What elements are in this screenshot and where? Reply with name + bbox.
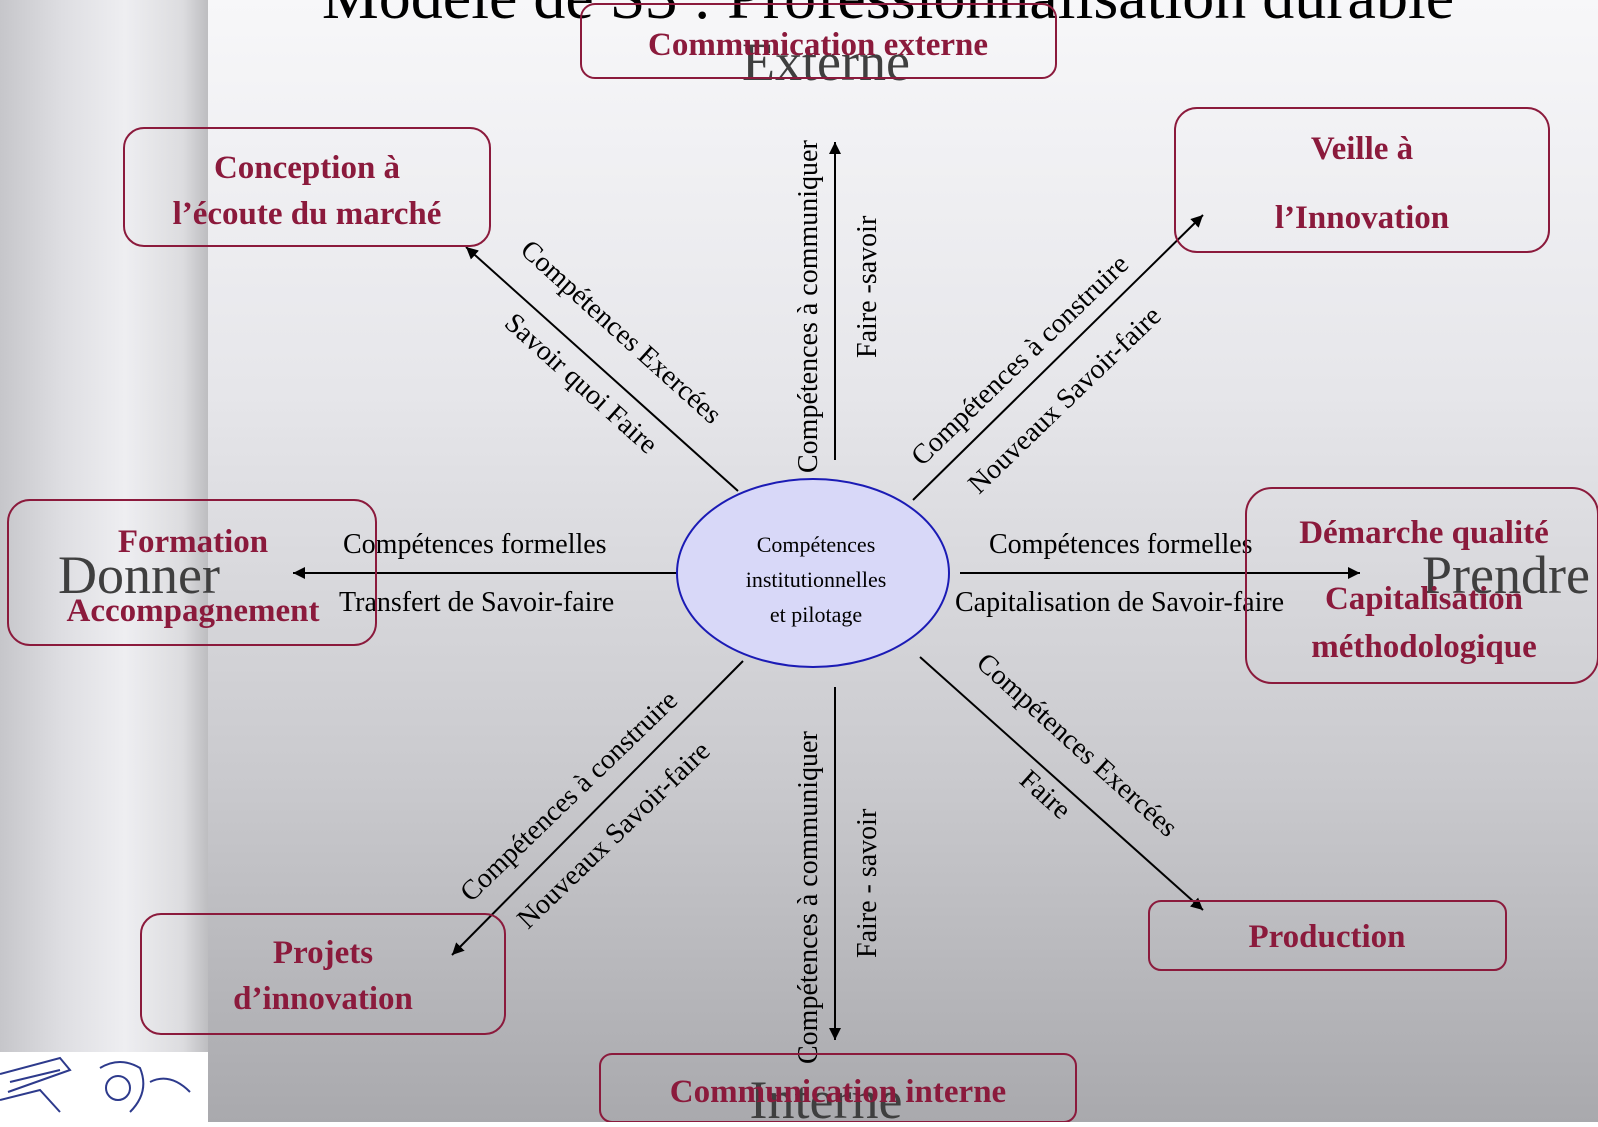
label-up-competences: Compétences à communiquer [793,140,824,473]
pole-externe: Externe [742,32,910,92]
label-up-faire-savoir: Faire -savoir [852,215,883,358]
box-communication-interne: Communication interne [599,1053,1077,1122]
label-left-transfert: Transfert de Savoir-faire [339,587,614,618]
arrow-up-right [912,214,1204,501]
arrow-down-left [451,660,744,956]
box-demarche-line1: Démarche qualité [1299,515,1549,551]
box-projets: Projets d’innovation [140,913,506,1035]
box-veille-line2: l’Innovation [1275,200,1449,236]
box-production: Production [1148,900,1507,971]
label-right-capitalisation: Capitalisation de Savoir-faire [955,587,1284,618]
box-conception: Conception à l’écoute du marché [123,127,491,247]
box-demarche-line3: méthodologique [1311,629,1537,665]
pole-donner: Donner [58,545,220,605]
label-down-faire-savoir: Faire - savoir [852,808,883,958]
arrow-up-left [465,246,739,492]
box-formation-line2: Accompagnement [67,593,320,629]
center-label-3: et pilotage [770,602,862,627]
left-sidebar-band [0,0,208,1122]
label-downright-faire: Faire [1013,764,1076,826]
box-communication-interne-text: Communication interne [670,1074,1006,1110]
center-node [676,478,950,668]
label-downright-competences: Compétences Exercées [970,647,1183,843]
label-right-competences: Compétences formelles [989,529,1253,560]
box-projets-line2: d’innovation [233,981,413,1017]
arrow-down-right [919,656,1204,911]
box-veille: Veille à l’Innovation [1174,107,1550,253]
logo [0,1052,208,1122]
slide-title: Modèle de S3 : Professionnalisation dura… [322,0,1454,32]
box-formation: Formation Accompagnement [7,499,377,646]
label-left-competences: Compétences formelles [343,529,607,560]
box-projets-line1: Projets [273,935,373,971]
box-communication-externe: Communication externe [580,3,1057,79]
box-conception-line1: Conception à [214,150,400,186]
pole-prendre: Prendre [1422,545,1590,605]
center-label-1: Compétences [757,532,876,557]
box-conception-line2: l’écoute du marché [173,196,442,232]
box-production-text: Production [1248,919,1405,955]
center-label-2: institutionnelles [746,567,887,592]
box-demarche-qualite: Démarche qualité Capitalisation méthodol… [1245,487,1598,684]
box-formation-line1: Formation [118,524,268,560]
label-down-competences: Compétences à communiquer [793,731,824,1064]
box-veille-line1: Veille à [1311,131,1413,167]
pole-interne: Interne [750,1070,903,1122]
box-communication-externe-text: Communication externe [648,27,988,63]
box-demarche-line2: Capitalisation [1325,581,1523,617]
